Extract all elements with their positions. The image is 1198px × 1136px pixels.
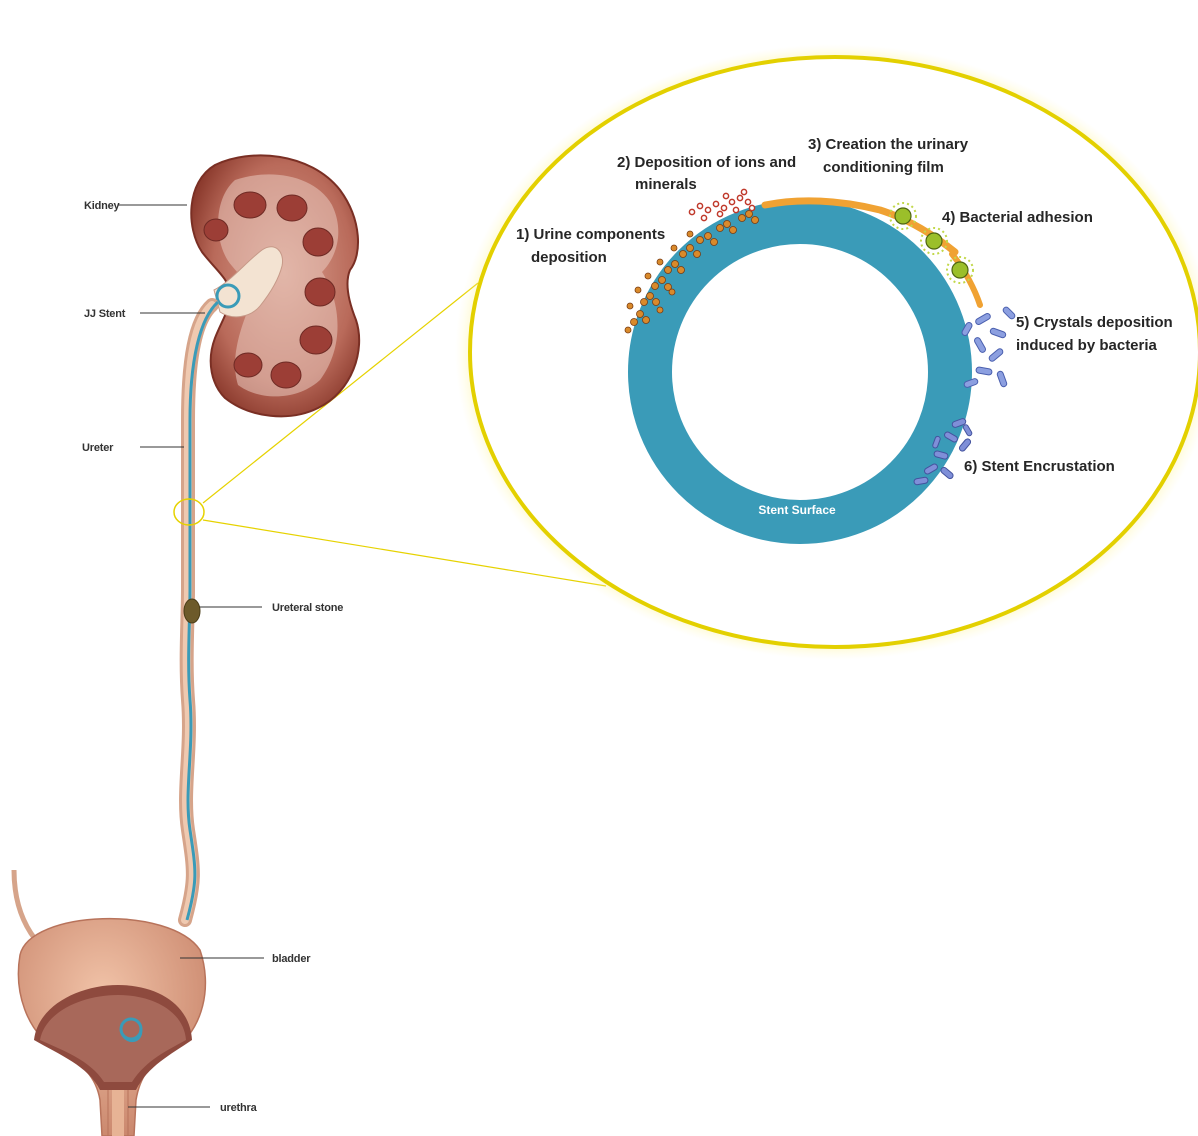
renal-pyramid: [305, 278, 335, 306]
renal-pyramid: [234, 192, 266, 218]
renal-pyramid: [204, 219, 228, 241]
stent-surface-label: Stent Surface: [758, 503, 836, 517]
svg-text:induced by bacteria: induced by bacteria: [1016, 337, 1158, 354]
renal-pyramid: [303, 228, 333, 256]
svg-text:conditioning film: conditioning film: [823, 159, 944, 176]
contralateral-ureter: [14, 870, 40, 945]
svg-text:3) Creation the urinary: 3) Creation the urinary: [808, 136, 969, 153]
svg-text:5) Crystals deposition: 5) Crystals deposition: [1016, 314, 1173, 331]
zoom-view: Stent Surface: [455, 44, 1198, 660]
kidney: [191, 155, 359, 416]
svg-text:4) Bacterial adhesion: 4) Bacterial adhesion: [942, 209, 1093, 226]
renal-pyramid: [234, 353, 262, 377]
svg-text:1) Urine components: 1) Urine components: [516, 226, 665, 243]
renal-pyramid: [271, 362, 301, 388]
label-bladder: bladder: [272, 953, 311, 965]
svg-text:minerals: minerals: [635, 176, 697, 193]
label-jj-stent: JJ Stent: [84, 308, 126, 320]
ureteral-stone: [184, 599, 200, 623]
label-ureteral-stone: Ureteral stone: [272, 602, 343, 614]
label-ureter: Ureter: [82, 442, 114, 454]
bladder: [18, 919, 205, 1136]
svg-text:6) Stent Encrustation: 6) Stent Encrustation: [964, 458, 1115, 475]
svg-text:deposition: deposition: [531, 249, 607, 266]
renal-pyramid: [300, 326, 332, 354]
label-urethra: urethra: [220, 1102, 258, 1114]
svg-text:2) Deposition of ions and: 2) Deposition of ions and: [617, 154, 796, 171]
label-kidney: Kidney: [84, 200, 121, 212]
step-4-label: 4) Bacterial adhesion: [942, 209, 1093, 226]
step-6-label: 6) Stent Encrustation: [964, 458, 1115, 475]
renal-pyramid: [277, 195, 307, 221]
